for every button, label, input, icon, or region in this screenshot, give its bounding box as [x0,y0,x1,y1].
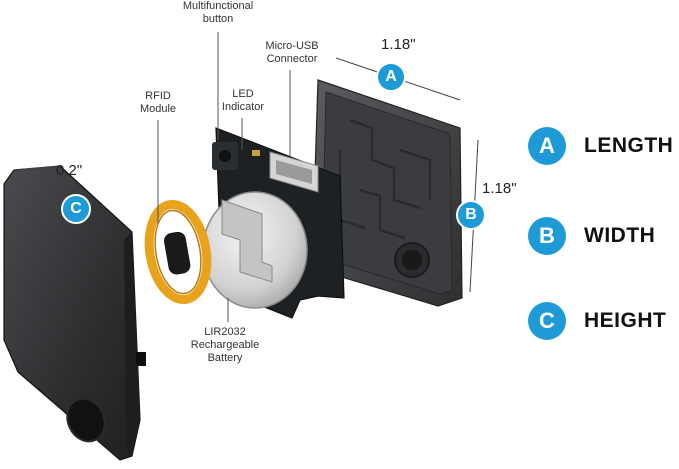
leader-lines [157,32,291,322]
label-micro-usb-connector: Micro-USB Connector [265,40,319,65]
legend-row-width: B WIDTH [528,216,655,256]
legend-row-height: C HEIGHT [528,301,666,341]
dimension-badge-a: A [376,62,406,92]
top-cover [3,165,146,461]
dimension-badge-c: C [61,194,91,224]
legend-row-length: A LENGTH [528,126,673,166]
length-dimension-value: 1.18" [381,36,416,53]
multifunctional-button [219,150,231,162]
led-indicator [252,150,260,156]
legend-label-width: WIDTH [584,224,656,247]
legend-label-height: HEIGHT [584,309,667,332]
label-led-indicator: LED Indicator [221,88,265,113]
legend-label-length: LENGTH [584,134,674,157]
legend-badge-c: C [528,302,566,340]
dimension-badge-b: B [456,200,486,230]
label-battery: LIR2032 Rechargeable Battery [190,326,260,364]
legend-badge-b: B [528,217,566,255]
label-multifunctional-button: Multifunctional button [182,0,254,25]
label-rfid-module: RFID Module [139,90,177,115]
width-dimension-value: 1.18" [482,180,517,197]
battery [202,191,308,309]
rfid-module [144,199,212,305]
legend-badge-a: A [528,127,566,165]
height-dimension-value: 0.2" [56,162,83,179]
